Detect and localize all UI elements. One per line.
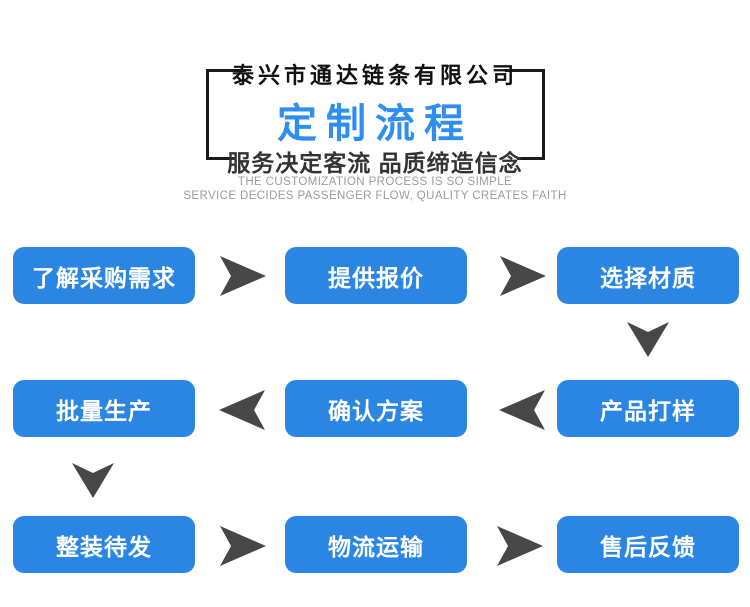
flow-node-step9: 售后反馈 (557, 516, 739, 573)
flow-node-label: 确认方案 (328, 397, 424, 424)
bracket-right-vertical (542, 69, 545, 160)
arrow-right-icon (220, 526, 266, 566)
bracket-right-top-tick (505, 69, 545, 72)
flow-node-step1: 了解采购需求 (13, 247, 195, 304)
page-title: 定制流程 (277, 102, 473, 146)
flow-node-step2: 提供报价 (285, 247, 467, 304)
bracket-left-top-tick (206, 69, 246, 72)
flow-node-label: 产品打样 (600, 397, 696, 424)
flow-node-step5: 确认方案 (285, 380, 467, 437)
flow-node-step3: 选择材质 (557, 247, 739, 304)
bracket-left-vertical (206, 69, 209, 160)
arrow-left-icon (219, 390, 265, 430)
arrow-right-icon (497, 526, 543, 566)
flow-node-label: 售后反馈 (600, 533, 696, 560)
flow-node-label: 物流运输 (328, 533, 424, 560)
flow-node-step4: 批量生产 (13, 380, 195, 437)
flow-node-step8: 物流运输 (285, 516, 467, 573)
arrow-right-icon (220, 256, 266, 296)
bracket-left-bottom-tick (206, 157, 234, 160)
flow-node-label: 了解采购需求 (32, 264, 176, 291)
flow-node-label: 提供报价 (328, 264, 424, 291)
flow-node-label: 批量生产 (56, 397, 152, 424)
slogan-english-line2: SERVICE DECIDES PASSENGER FLOW, QUALITY … (183, 190, 567, 202)
arrow-right-icon (500, 256, 546, 296)
arrow-left-icon (499, 390, 545, 430)
arrow-down-icon (72, 463, 114, 498)
bracket-right-bottom-tick (517, 157, 545, 160)
flow-node-step6: 产品打样 (557, 380, 739, 437)
flow-node-label: 选择材质 (600, 264, 696, 291)
slogan-english-line1: THE CUSTOMIZATION PROCESS IS SO SIMPLE (237, 176, 513, 188)
flow-node-step7: 整装待发 (13, 516, 195, 573)
company-name: 泰兴市通达链条有限公司 (231, 63, 518, 88)
arrow-down-icon (627, 322, 669, 357)
slogan: 服务决定客流 品质缔造信念 (227, 150, 523, 176)
flow-node-label: 整装待发 (56, 533, 152, 560)
